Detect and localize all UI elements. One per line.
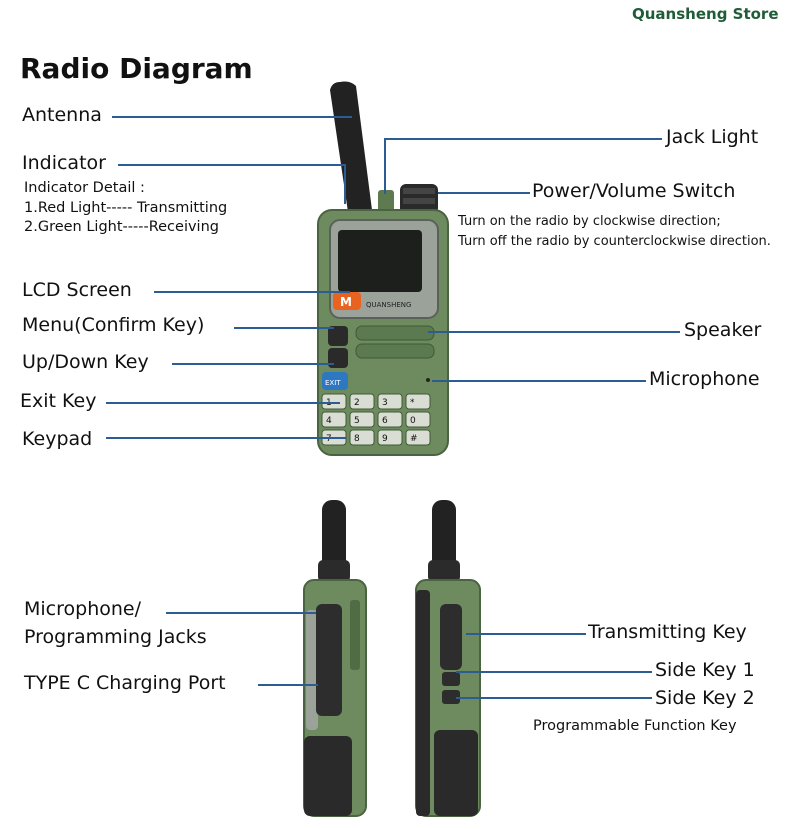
jack-light-stub xyxy=(378,190,394,212)
mic-jack-label-2: Programming Jacks xyxy=(24,626,207,648)
lcd-screen-leader xyxy=(154,291,350,293)
jack-light-label: Jack Light xyxy=(666,126,759,148)
right-side-strip xyxy=(416,590,430,816)
indicator-leader-vertical xyxy=(344,164,346,204)
antenna-label: Antenna xyxy=(22,104,102,126)
jack-light-leader xyxy=(386,138,662,140)
antenna-shape xyxy=(330,81,372,212)
keypad-key xyxy=(405,393,431,410)
keypad-key-label: 7 xyxy=(326,434,332,444)
updown-key-shape xyxy=(328,348,348,368)
jack-light-leader-vertical xyxy=(384,138,386,194)
left-side-ridge xyxy=(350,600,360,670)
menu-key-leader xyxy=(234,327,334,329)
speaker-grille-2 xyxy=(355,343,435,359)
power-volume-label: Power/Volume Switch xyxy=(532,180,736,202)
indicator-detail-1: 1.Red Light----- Transmitting xyxy=(24,200,228,216)
exit-key-leader xyxy=(106,402,340,404)
exit-key-label: Exit Key xyxy=(20,390,97,412)
transmitting-key-label: Transmitting Key xyxy=(588,621,747,643)
mic-hole xyxy=(426,378,430,382)
microphone-label: Microphone xyxy=(649,368,760,390)
keypad-key-label: # xyxy=(410,434,418,444)
keypad-key xyxy=(321,393,347,410)
keypad-key xyxy=(377,411,403,428)
keypad-key xyxy=(349,429,375,446)
speaker-grille-1 xyxy=(355,325,435,341)
side-key-1-shape xyxy=(442,672,460,686)
side-key-1-leader xyxy=(456,671,652,673)
keypad-key-label: 5 xyxy=(354,416,360,426)
power-note-1: Turn on the radio by clockwise direction… xyxy=(458,214,721,229)
keypad-key-label: 0 xyxy=(410,416,416,426)
updown-key-label: Up/Down Key xyxy=(22,351,149,373)
brand-text: QUANSHENG xyxy=(366,301,411,309)
keypad-key xyxy=(377,393,403,410)
keypad-key xyxy=(349,393,375,410)
keypad-label: Keypad xyxy=(22,428,93,450)
ptt-key-shape xyxy=(440,604,462,670)
radio-left-side-illustration xyxy=(303,500,367,817)
microphone-leader xyxy=(432,380,646,382)
exit-key-shape xyxy=(322,372,348,390)
updown-key-leader xyxy=(172,363,334,365)
side-key-2-label: Side Key 2 xyxy=(655,687,755,709)
indicator-detail-title: Indicator Detail : xyxy=(24,180,145,196)
keypad-key xyxy=(349,411,375,428)
keypad-key-label: 4 xyxy=(326,416,332,426)
power-note-2: Turn off the radio by counterclockwise d… xyxy=(458,234,771,249)
menu-key-shape xyxy=(328,326,348,346)
speaker-label: Speaker xyxy=(684,319,762,341)
programmable-note: Programmable Function Key xyxy=(533,718,737,734)
store-name: Quansheng Store xyxy=(632,5,779,23)
keypad-key-label: 8 xyxy=(354,434,360,444)
keypad-key-label: 3 xyxy=(382,398,388,408)
keypad-leader xyxy=(106,437,346,439)
left-bottom-panel xyxy=(304,736,352,816)
type-c-leader xyxy=(258,684,318,686)
keypad-key-label: 9 xyxy=(382,434,388,444)
indicator-label: Indicator xyxy=(22,152,106,174)
keypad-key-label: * xyxy=(410,398,415,408)
keypad-key xyxy=(321,411,347,428)
mic-jack-leader xyxy=(166,612,316,614)
keypad-key-label: 2 xyxy=(354,398,360,408)
side-key-1-label: Side Key 1 xyxy=(655,659,755,681)
indicator-detail-2: 2.Green Light-----Receiving xyxy=(24,219,219,235)
speaker-leader xyxy=(428,331,680,333)
antenna-leader xyxy=(112,116,352,118)
keypad-key-label: 6 xyxy=(382,416,388,426)
side-key-2-shape xyxy=(442,690,460,704)
radio-right-side-illustration xyxy=(415,500,481,817)
keypad-key xyxy=(405,411,431,428)
lcd-screen-label: LCD Screen xyxy=(22,279,132,301)
exit-key-text: EXIT xyxy=(325,379,341,387)
left-side-bezel xyxy=(306,610,318,730)
mic-jack-cover xyxy=(316,604,342,716)
transmitting-key-leader xyxy=(466,633,586,635)
power-volume-leader xyxy=(438,192,530,194)
m-key-text: M xyxy=(340,295,352,309)
side-key-2-leader xyxy=(456,697,652,699)
keypad-key xyxy=(405,429,431,446)
indicator-leader xyxy=(118,164,346,166)
m-key-shape xyxy=(333,292,361,310)
mic-jack-label-1: Microphone/ xyxy=(24,598,141,620)
right-bottom-panel xyxy=(434,730,478,816)
type-c-label: TYPE C Charging Port xyxy=(24,672,226,694)
keypad-key xyxy=(377,429,403,446)
page-title: Radio Diagram xyxy=(20,52,253,85)
menu-key-label: Menu(Confirm Key) xyxy=(22,314,205,336)
lcd-screen xyxy=(338,230,422,292)
